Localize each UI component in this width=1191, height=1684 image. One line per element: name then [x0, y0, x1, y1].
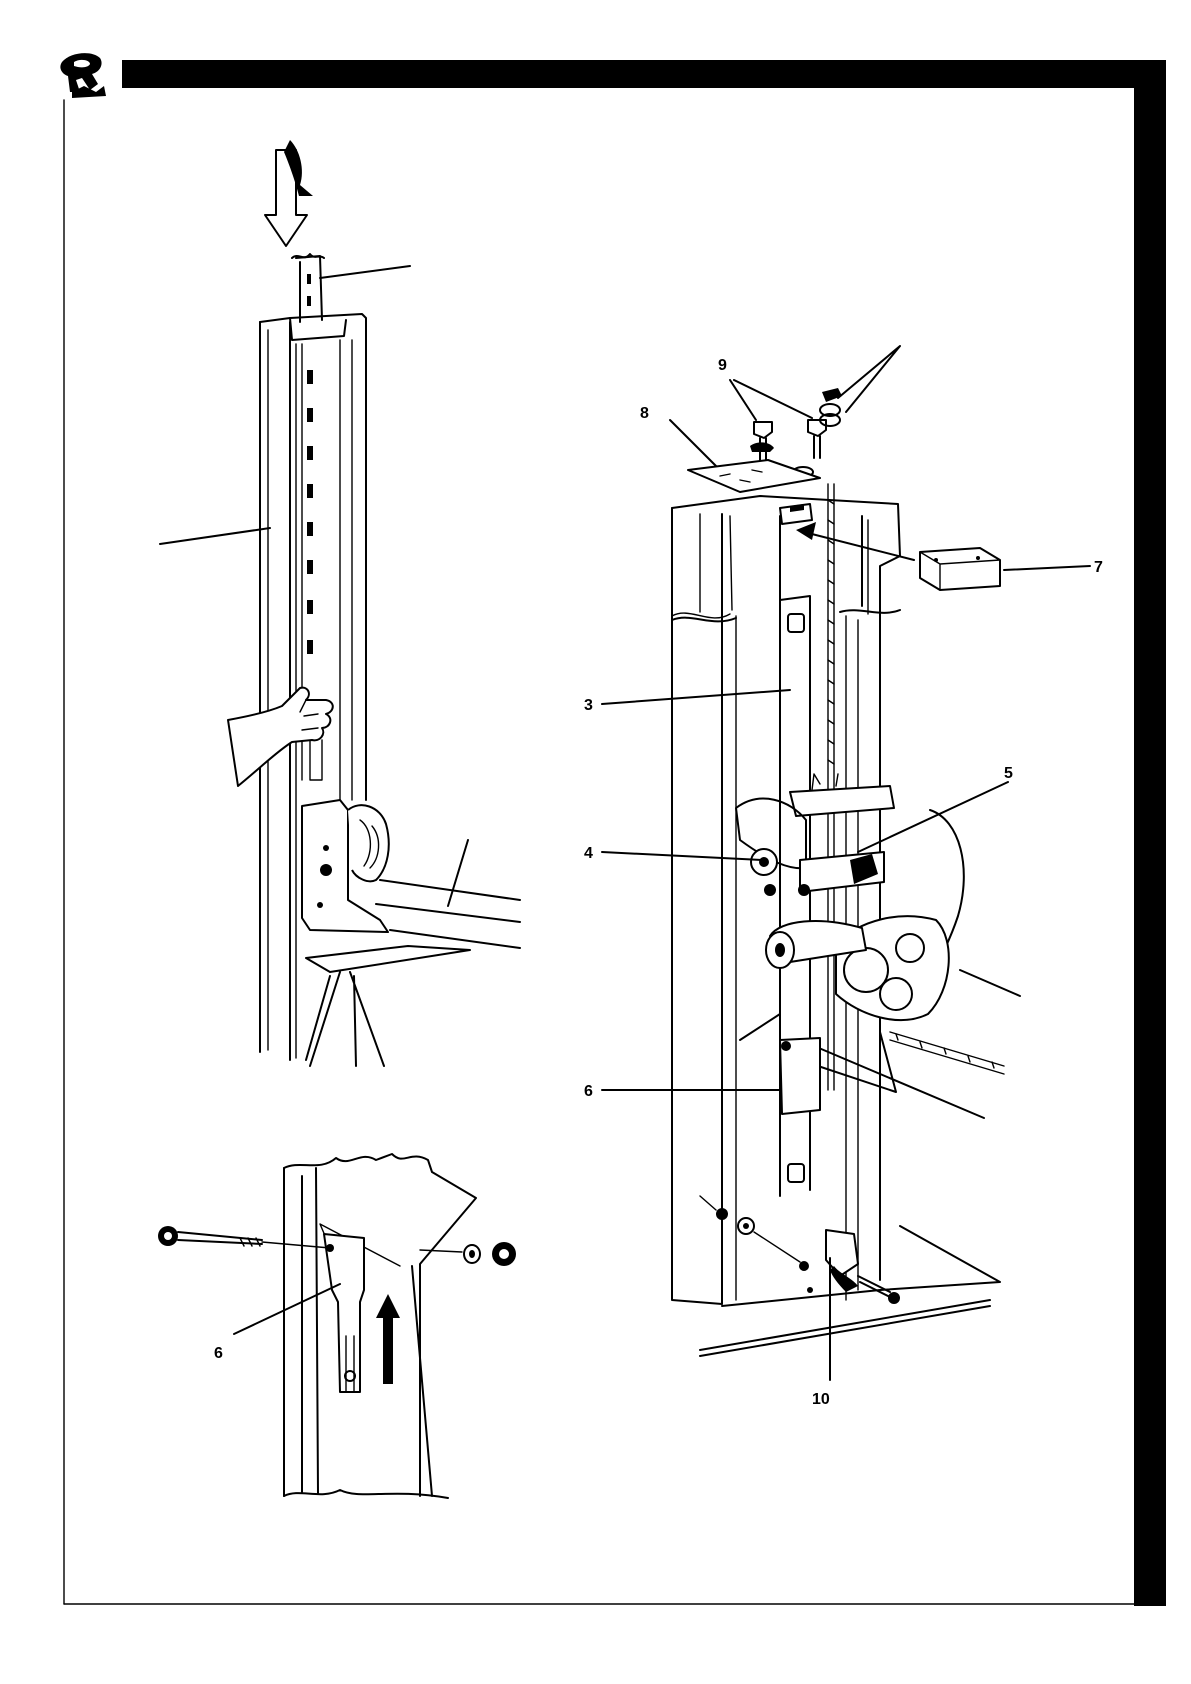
figure-bolt-detail	[158, 1154, 516, 1498]
column-slots	[307, 370, 313, 654]
figure-column-assembly	[670, 346, 1020, 1380]
callout-label-9: 9	[718, 357, 727, 374]
hand-illustration	[228, 688, 333, 786]
callout-label-6-detail: 6	[214, 1345, 223, 1362]
right-border-bar	[1134, 60, 1166, 1606]
callout-label-5: 5	[1004, 765, 1013, 782]
figure-column-insert	[160, 140, 520, 1066]
callout-label-4: 4	[584, 845, 593, 862]
callout-label-3: 3	[584, 697, 593, 714]
callout-label-10: 10	[812, 1391, 830, 1408]
header-bar	[122, 60, 1166, 88]
up-arrow-icon	[376, 1294, 400, 1384]
brand-logo-icon	[60, 53, 106, 98]
callout-label-8: 8	[640, 405, 649, 422]
callout-label-7: 7	[1094, 559, 1103, 576]
callout-label-6-main: 6	[584, 1083, 593, 1100]
